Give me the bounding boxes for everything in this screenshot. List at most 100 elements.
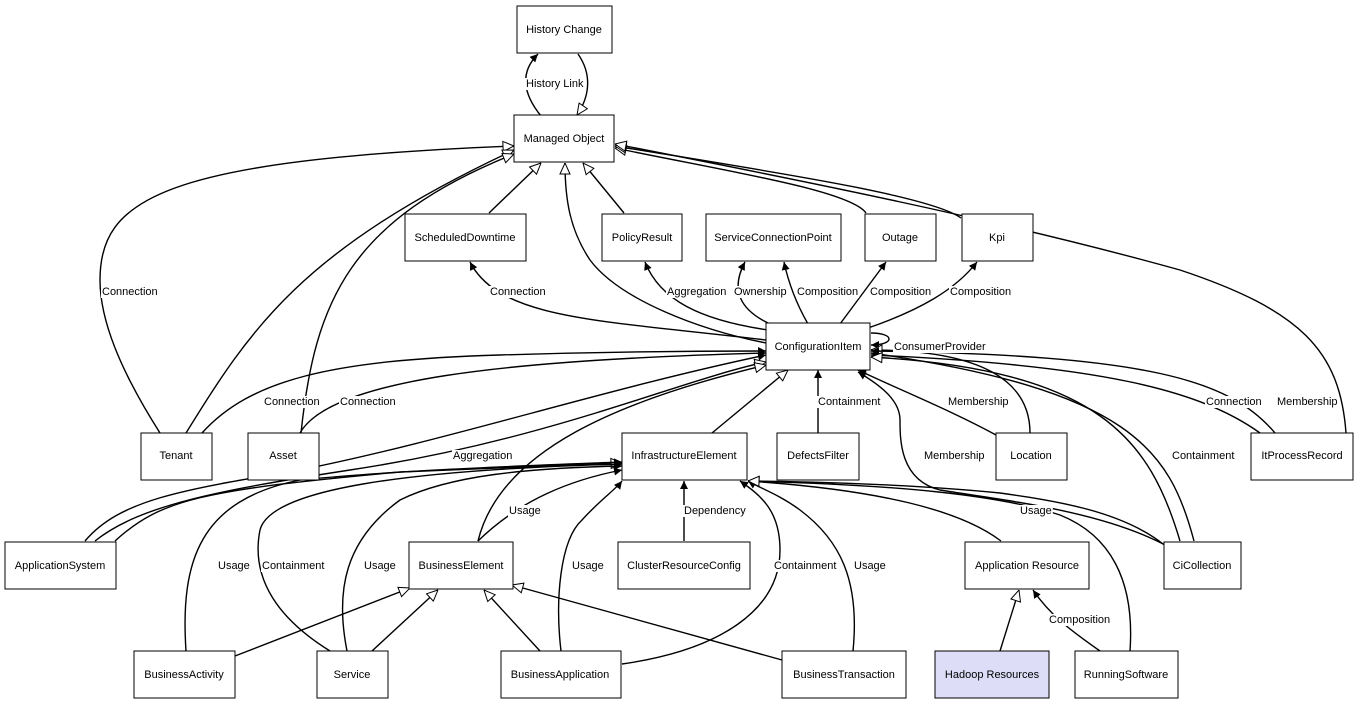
node-service-label: Service <box>334 669 371 681</box>
node-service-connection-point[interactable]: ServiceConnectionPoint <box>705 213 842 262</box>
label-bapp-usage: Usage <box>572 560 604 572</box>
edge-asset-ci-connection <box>299 349 767 434</box>
label-ci-outage-composition: Composition <box>870 286 931 298</box>
node-it-process-record[interactable]: ItProcessRecord <box>1250 432 1354 481</box>
node-business-application-label: BusinessApplication <box>511 669 609 681</box>
edge-ci-inherits <box>565 163 767 344</box>
edge-ci-scp-composition <box>781 261 809 325</box>
node-infrastructure-element[interactable]: InfrastructureElement <box>621 432 748 481</box>
node-scheduled-downtime-label: ScheduledDowntime <box>415 232 516 244</box>
edge-appsys-ie <box>114 463 622 542</box>
edge-kpi-inherits <box>615 146 962 219</box>
node-application-system[interactable]: ApplicationSystem <box>4 541 117 590</box>
edge-location-membership <box>857 369 997 436</box>
node-location-label: Location <box>1010 450 1052 462</box>
edge-policy-result-inherits <box>583 163 625 214</box>
label-tenant-mo-connection: Connection <box>102 286 158 298</box>
label-ci-kpi-composition: Composition <box>950 286 1011 298</box>
edge-ci-sd-connection <box>469 261 767 341</box>
node-history-change-label: History Change <box>526 24 602 36</box>
node-service-connection-point-label: ServiceConnectionPoint <box>714 232 831 244</box>
node-managed-object[interactable]: Managed Object <box>513 114 615 163</box>
node-location[interactable]: Location <box>995 432 1068 481</box>
edge-ci-pr-aggregation <box>644 261 769 331</box>
node-application-resource-label: Application Resource <box>975 560 1079 572</box>
node-configuration-item-label: ConfigurationItem <box>775 341 862 353</box>
edge-label-background <box>363 560 397 572</box>
node-business-transaction[interactable]: BusinessTransaction <box>781 650 907 699</box>
edge-label-background <box>773 560 838 572</box>
label-svc-containment: Containment <box>262 560 324 572</box>
edge-label-background <box>853 560 887 572</box>
node-business-application[interactable]: BusinessApplication <box>500 650 622 699</box>
label-cluster-dependency: Dependency <box>684 505 746 517</box>
node-business-element[interactable]: BusinessElement <box>408 541 514 590</box>
node-hadoop-resources[interactable]: Hadoop Resources <box>934 650 1050 699</box>
node-defects-filter[interactable]: DefectsFilter <box>776 432 860 481</box>
node-asset[interactable]: Asset <box>247 432 320 481</box>
edge-svc-containment <box>257 460 623 652</box>
edge-label-background <box>666 286 728 298</box>
node-business-activity[interactable]: BusinessActivity <box>133 650 236 699</box>
node-scheduled-downtime[interactable]: ScheduledDowntime <box>404 213 527 262</box>
edge-itpr-connection <box>870 351 1261 434</box>
node-configuration-item[interactable]: ConfigurationItem <box>765 322 871 371</box>
edge-label-background <box>1205 396 1263 408</box>
node-ci-collection[interactable]: CiCollection <box>1163 541 1242 590</box>
label-ci-scp-composition: Composition <box>797 286 858 298</box>
edge-tenant-connection <box>99 146 514 434</box>
edge-itpr-membership <box>870 347 1276 434</box>
edge-ci-scp-ownership <box>737 261 771 325</box>
edge-label-background <box>261 560 326 572</box>
node-kpi-label: Kpi <box>989 232 1005 244</box>
edge-label-background <box>571 560 605 572</box>
edge-ci-outage-composition <box>839 261 887 325</box>
edge-ba-inherits-be <box>234 588 410 657</box>
edge-label-background <box>1276 396 1339 408</box>
node-hadoop-resources-label: Hadoop Resources <box>945 669 1040 681</box>
node-application-resource[interactable]: Application Resource <box>964 541 1090 590</box>
label-tenant-ci-connection: Connection <box>264 396 320 408</box>
label-itpr-membership: Membership <box>1277 396 1338 408</box>
node-running-software[interactable]: RunningSoftware <box>1074 650 1179 699</box>
node-policy-result[interactable]: PolicyResult <box>601 213 683 262</box>
edge-svc-inherits-be <box>371 590 438 652</box>
edge-label-background <box>263 396 321 408</box>
edge-appres-inherits <box>748 481 1002 542</box>
label-history-link: History Link <box>526 78 584 90</box>
node-outage[interactable]: Outage <box>864 213 937 262</box>
label-ba-usage: Usage <box>218 560 250 572</box>
node-business-element-label: BusinessElement <box>419 560 504 572</box>
node-service[interactable]: Service <box>316 650 389 699</box>
edge-asset-inherits <box>300 154 514 434</box>
edge-label-background <box>489 286 547 298</box>
node-kpi[interactable]: Kpi <box>961 213 1034 262</box>
label-appsys-aggregation: Aggregation <box>453 450 512 462</box>
edge-label-background <box>733 286 788 298</box>
node-tenant[interactable]: Tenant <box>140 432 213 481</box>
label-itpr-connection: Connection <box>1206 396 1262 408</box>
node-cluster-resource-config[interactable]: ClusterResourceConfig <box>617 541 751 590</box>
label-bapp-containment: Containment <box>774 560 836 572</box>
edge-label-background <box>1171 450 1236 462</box>
edge-ie-inherits-ci <box>711 370 788 434</box>
edge-cicoll-containment <box>870 350 1195 542</box>
label-ci-sd-connection: Connection <box>490 286 546 298</box>
edge-label-background <box>949 286 1013 298</box>
edge-be-usage <box>477 467 623 542</box>
label-cicoll-membership: Membership <box>924 450 985 462</box>
node-asset-label: Asset <box>269 450 297 462</box>
edge-label-background <box>893 341 988 353</box>
edge-cicoll-usage <box>747 477 1164 545</box>
edge-label-background <box>217 560 251 572</box>
label-asset-ci-connection: Connection <box>340 396 396 408</box>
node-cluster-resource-config-label: ClusterResourceConfig <box>627 560 741 572</box>
label-bt-usage: Usage <box>854 560 886 572</box>
node-history-change[interactable]: History Change <box>516 5 613 54</box>
node-infrastructure-element-label: InfrastructureElement <box>631 450 736 462</box>
label-ci-pr-aggregation: Aggregation <box>667 286 726 298</box>
node-defects-filter-label: DefectsFilter <box>787 450 849 462</box>
edge-label-background <box>796 286 860 298</box>
edge-label-background <box>452 450 514 462</box>
